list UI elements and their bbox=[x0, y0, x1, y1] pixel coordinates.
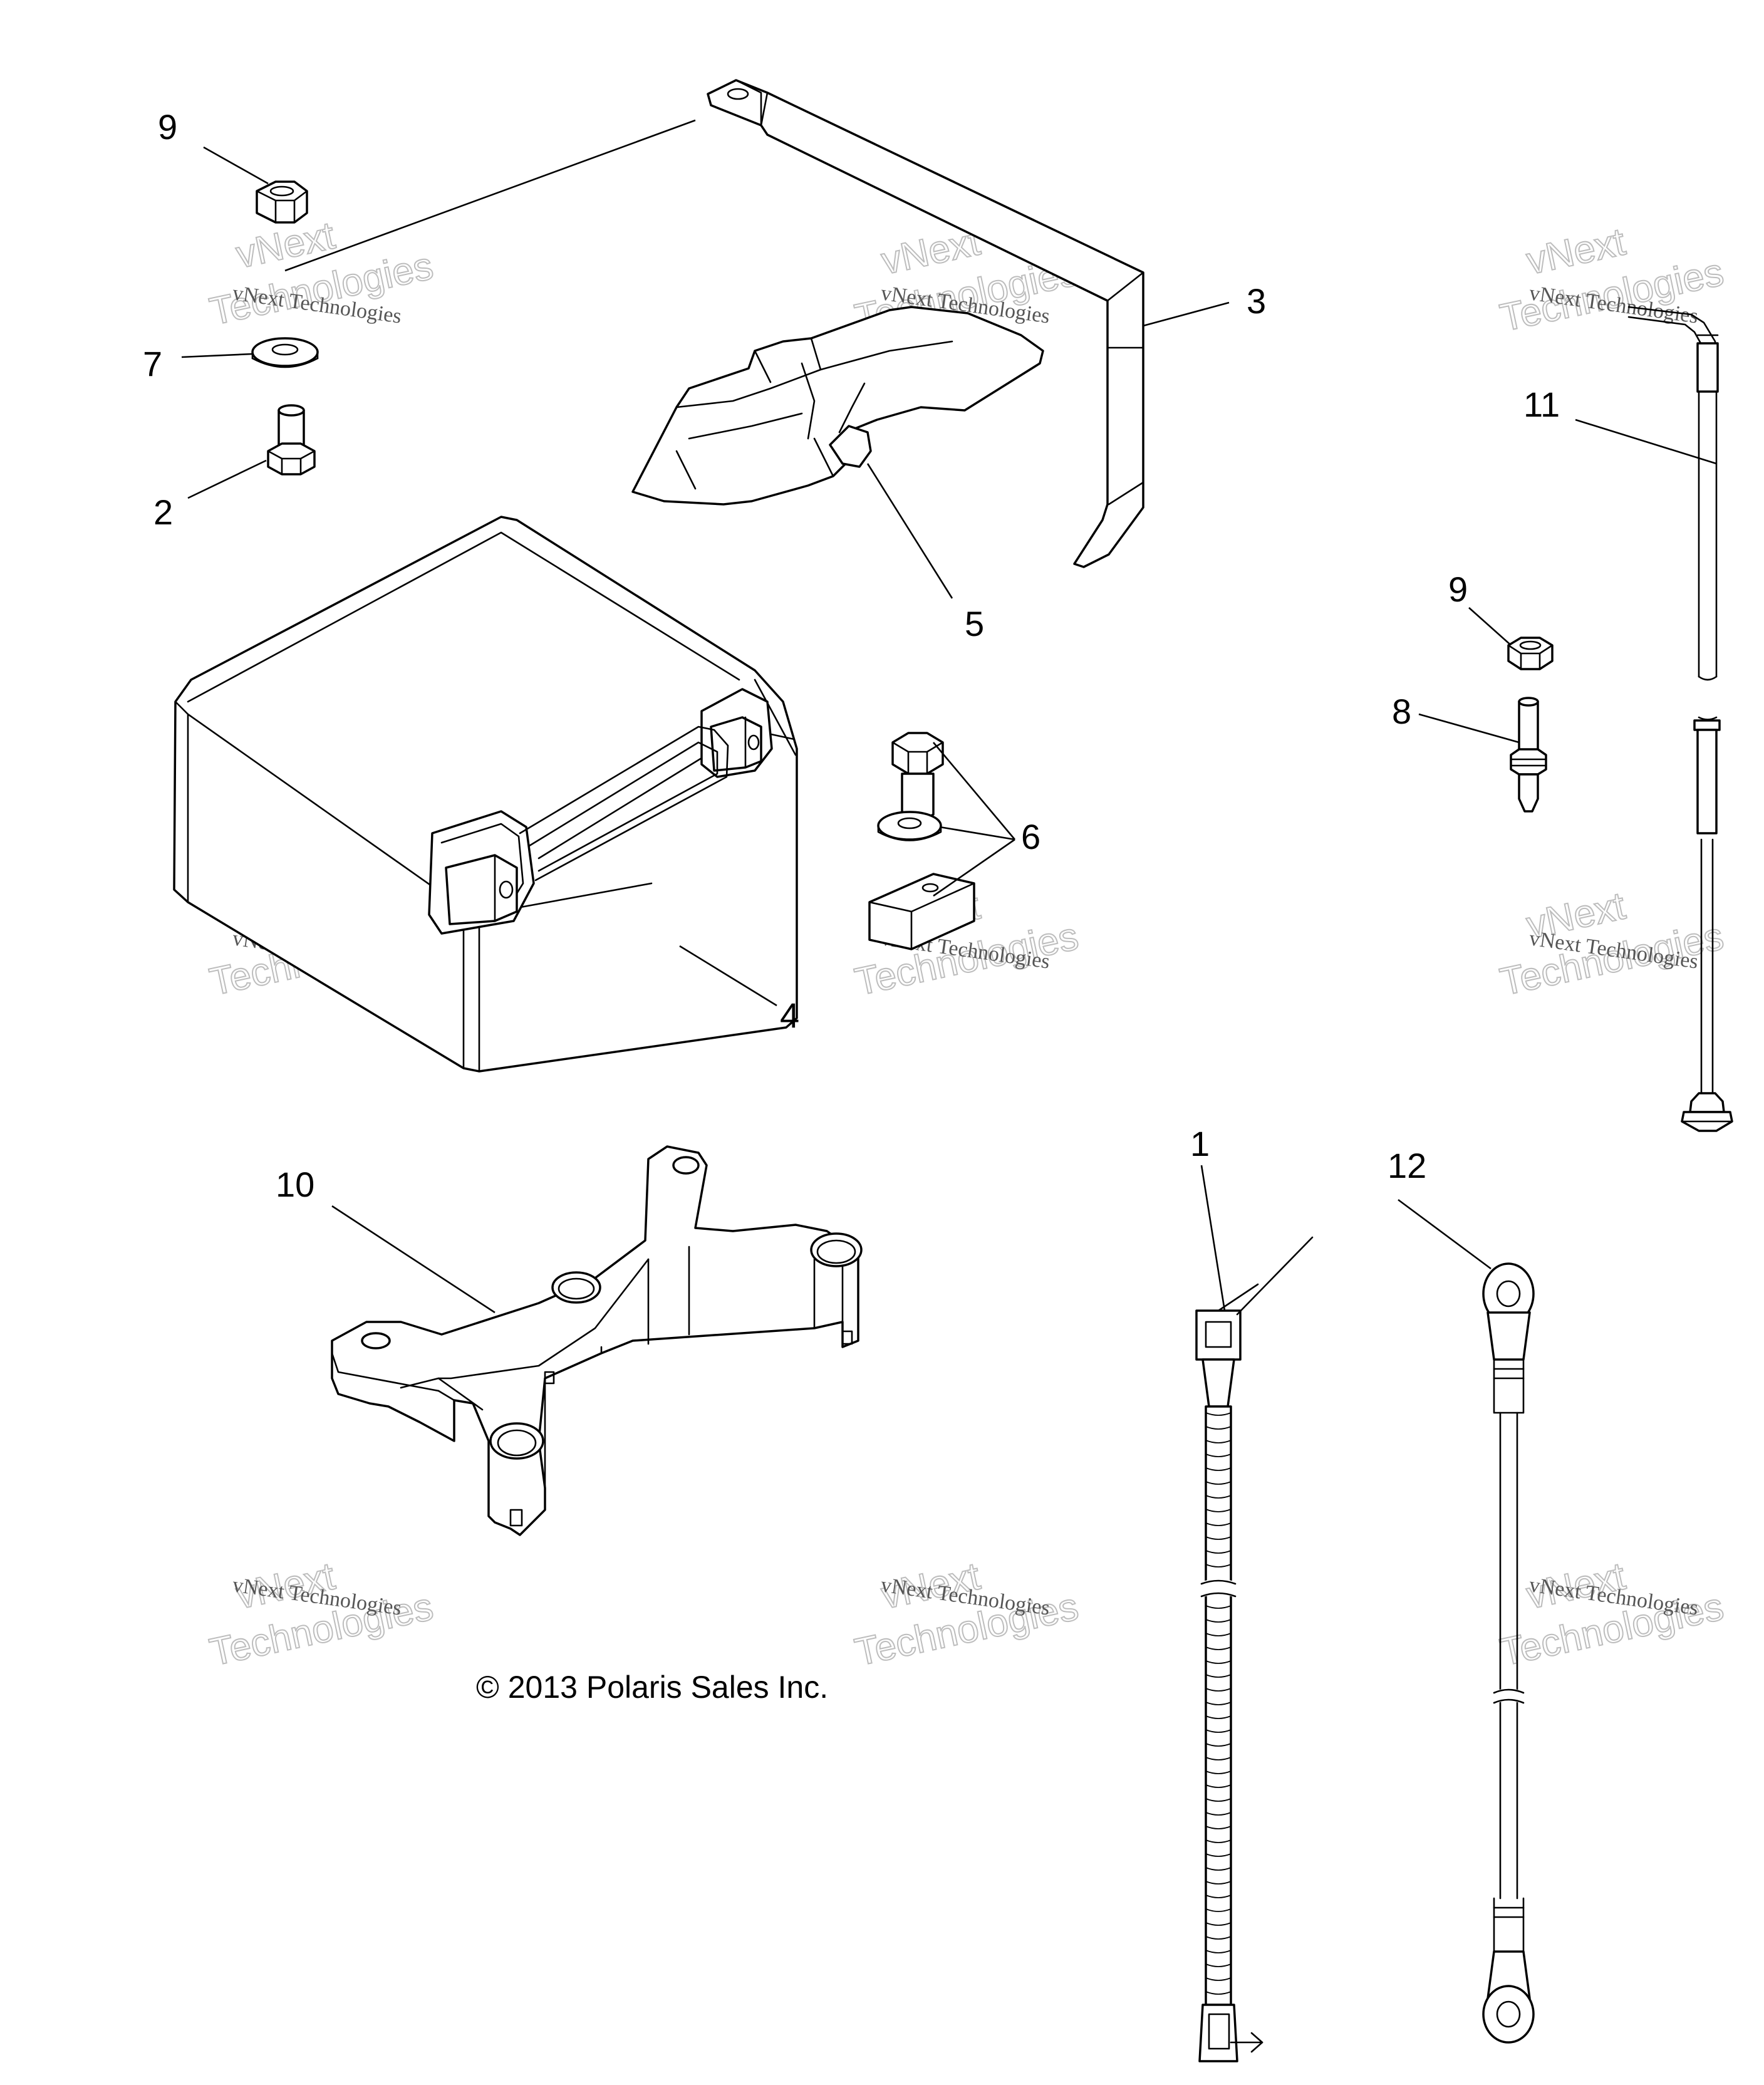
leader-9-left bbox=[203, 146, 269, 185]
harness-rib bbox=[1205, 1977, 1232, 1981]
callout-9: 9 bbox=[158, 107, 177, 147]
harness-rib bbox=[1205, 1550, 1232, 1554]
harness-rib bbox=[1205, 1564, 1232, 1568]
leader-2 bbox=[187, 459, 267, 499]
part-12-cable bbox=[1482, 1262, 1535, 2044]
harness-rib bbox=[1205, 1509, 1232, 1512]
copyright-notice: © 2013 Polaris Sales Inc. bbox=[476, 1670, 828, 1705]
part-8-stud bbox=[1510, 697, 1547, 813]
harness-rib bbox=[1205, 1908, 1232, 1912]
part-11-cable bbox=[1627, 306, 1733, 1132]
callout-8: 8 bbox=[1392, 692, 1411, 731]
callout-2: 2 bbox=[153, 492, 173, 532]
leader-3 bbox=[1143, 301, 1230, 327]
watermark: vNext Technologies bbox=[1496, 883, 1728, 1004]
part-3-hold-down-strap bbox=[707, 79, 1144, 568]
harness-rib bbox=[1205, 1936, 1232, 1940]
harness-rib bbox=[1205, 1495, 1232, 1499]
harness-rib bbox=[1205, 1881, 1232, 1885]
harness-rib bbox=[1205, 1839, 1232, 1843]
harness-rib bbox=[1205, 1784, 1232, 1788]
part-1-harness bbox=[1195, 1236, 1314, 2062]
part-2-bolt bbox=[267, 404, 316, 476]
harness-rib bbox=[1205, 1633, 1232, 1636]
harness-rib bbox=[1205, 1950, 1232, 1953]
harness-rib bbox=[1205, 1757, 1232, 1760]
harness-rib bbox=[1205, 1895, 1232, 1898]
harness-rib bbox=[1205, 1729, 1232, 1733]
part-7-washer bbox=[251, 337, 319, 368]
callout-3: 3 bbox=[1247, 281, 1266, 321]
harness-rib bbox=[1205, 1867, 1232, 1871]
harness-rib bbox=[1205, 1743, 1232, 1747]
part-5-bracket bbox=[631, 306, 1044, 506]
harness-rib bbox=[1205, 1619, 1232, 1623]
harness-rib bbox=[1205, 1426, 1232, 1430]
harness-rib bbox=[1205, 1991, 1232, 1995]
leader-6b bbox=[939, 826, 1015, 841]
harness-rib bbox=[1205, 1702, 1232, 1705]
leader-6c bbox=[933, 838, 1015, 897]
callout-7: 7 bbox=[143, 344, 162, 383]
leader-4 bbox=[679, 945, 777, 1007]
harness-rib bbox=[1205, 1812, 1232, 1816]
leader-12 bbox=[1398, 1198, 1492, 1270]
harness-rib bbox=[1205, 1536, 1232, 1540]
leader-5 bbox=[866, 463, 953, 599]
harness-rib bbox=[1205, 1922, 1232, 1926]
leader-7 bbox=[181, 353, 252, 358]
harness-rib bbox=[1205, 1674, 1232, 1678]
harness-rib bbox=[1205, 1467, 1232, 1471]
leader-9-right bbox=[1468, 607, 1510, 645]
part-9-nut-right bbox=[1507, 637, 1554, 670]
callout-6: 6 bbox=[1021, 817, 1040, 856]
part-10-base-plate bbox=[331, 1145, 863, 1536]
leader-10 bbox=[331, 1205, 495, 1314]
leader-3-strap bbox=[284, 119, 696, 272]
callouts: 9 7 2 3 5 6 4 10 11 9 8 1 12 bbox=[143, 107, 1560, 1204]
harness-rib bbox=[1205, 1605, 1232, 1609]
harness-rib bbox=[1205, 1853, 1232, 1857]
harness-rib bbox=[1205, 1963, 1232, 1967]
harness-rib bbox=[1205, 1715, 1232, 1719]
harness-rib bbox=[1205, 1826, 1232, 1829]
callout-1: 1 bbox=[1190, 1124, 1210, 1163]
harness-rib bbox=[1205, 1481, 1232, 1485]
leader-11 bbox=[1575, 419, 1717, 465]
harness-rib bbox=[1205, 1798, 1232, 1802]
harness-ribs bbox=[1205, 1412, 1232, 1995]
harness-rib bbox=[1205, 1688, 1232, 1692]
harness-rib bbox=[1205, 1646, 1232, 1650]
part-9-nut-left bbox=[256, 180, 308, 224]
harness-rib bbox=[1205, 1453, 1232, 1457]
leader-6a bbox=[933, 742, 1015, 840]
leader-8 bbox=[1418, 713, 1520, 744]
callout-5: 5 bbox=[965, 604, 984, 643]
callout-9: 9 bbox=[1448, 569, 1468, 609]
part-4-battery bbox=[173, 516, 798, 1073]
callout-12: 12 bbox=[1388, 1146, 1426, 1185]
leader-1 bbox=[1200, 1165, 1226, 1311]
harness-rib bbox=[1205, 1522, 1232, 1526]
callout-10: 10 bbox=[276, 1165, 314, 1204]
callout-4: 4 bbox=[780, 996, 799, 1035]
callout-11: 11 bbox=[1523, 385, 1560, 424]
harness-rib bbox=[1205, 1412, 1232, 1416]
part-6-terminal-hardware bbox=[868, 732, 975, 950]
harness-rib bbox=[1205, 1770, 1232, 1774]
harness-rib bbox=[1205, 1660, 1232, 1664]
harness-rib bbox=[1205, 1440, 1232, 1443]
leader-lines bbox=[181, 119, 1717, 1314]
